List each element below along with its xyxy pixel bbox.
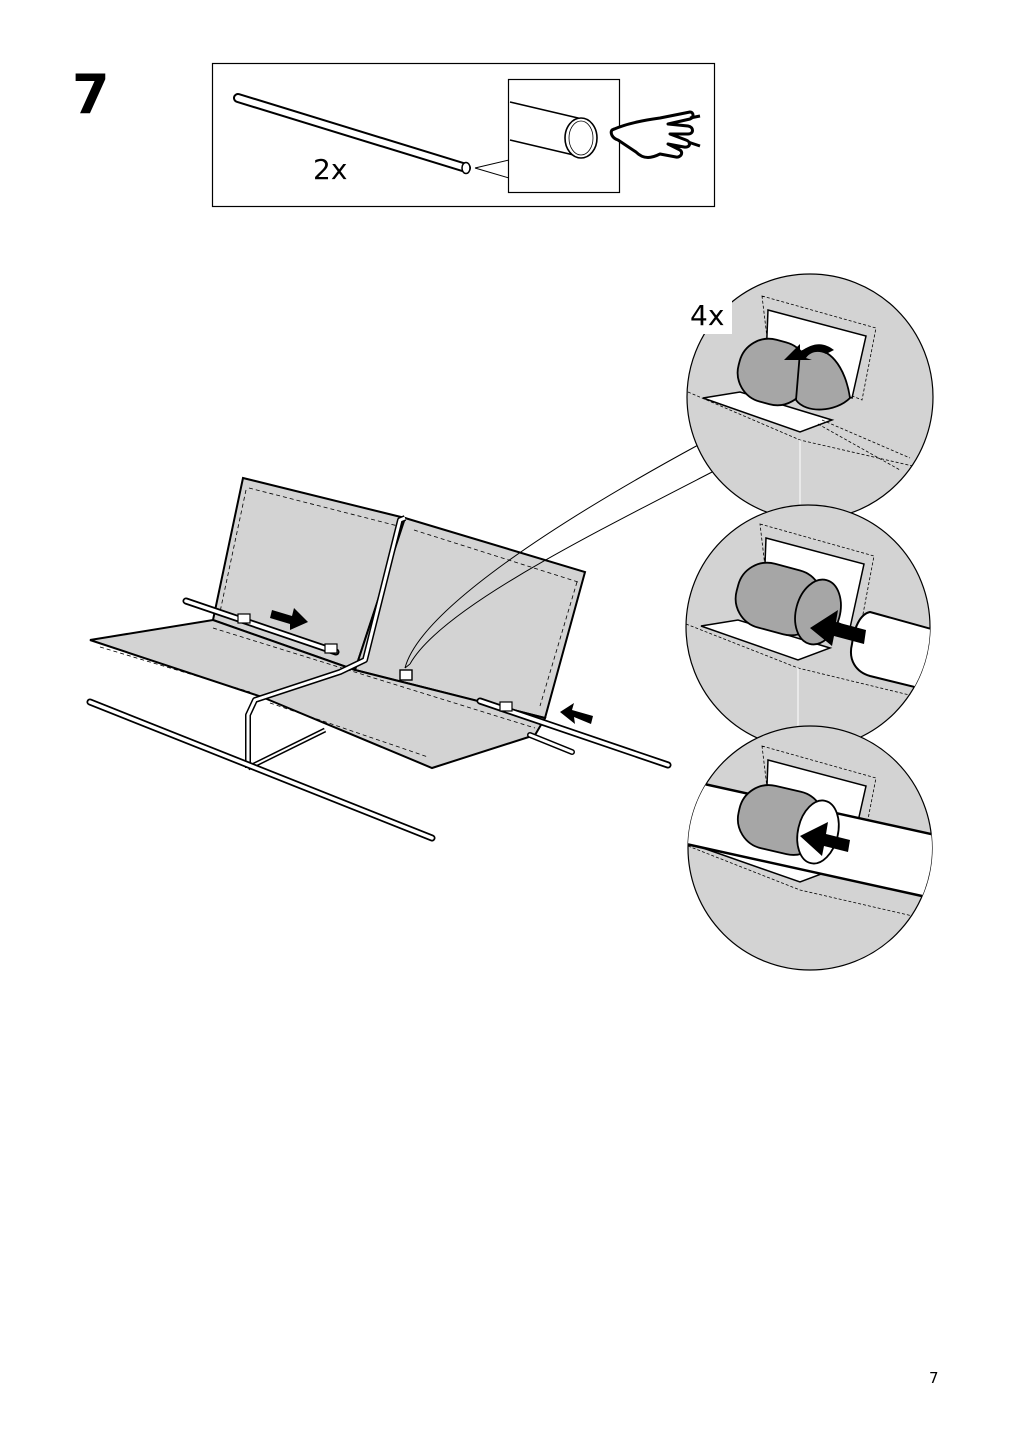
- detail-circle-insert-rod: [685, 504, 931, 750]
- pointing-hand-icon: [609, 110, 701, 159]
- page-number: 7: [929, 1369, 939, 1387]
- inserted-arrow-icon: [800, 822, 850, 856]
- rod-end-detail-icon: [507, 78, 621, 194]
- sofa-frame-illustration: [86, 476, 672, 842]
- detail-circle-fold-fabric: 4x: [686, 273, 934, 521]
- metal-rod-icon: [233, 93, 471, 175]
- fold-arrow-icon: [784, 344, 834, 360]
- rod-quantity-label: 2x: [313, 153, 347, 186]
- push-right-arrow-icon: [270, 608, 308, 630]
- detail-circle-rod-inserted: [687, 725, 933, 971]
- push-left-arrow-icon: [560, 703, 593, 724]
- parts-box: 2x: [211, 62, 716, 208]
- step-number: 7: [72, 63, 110, 126]
- insert-arrow-icon: [810, 610, 866, 646]
- detail-quantity-label: 4x: [690, 299, 724, 332]
